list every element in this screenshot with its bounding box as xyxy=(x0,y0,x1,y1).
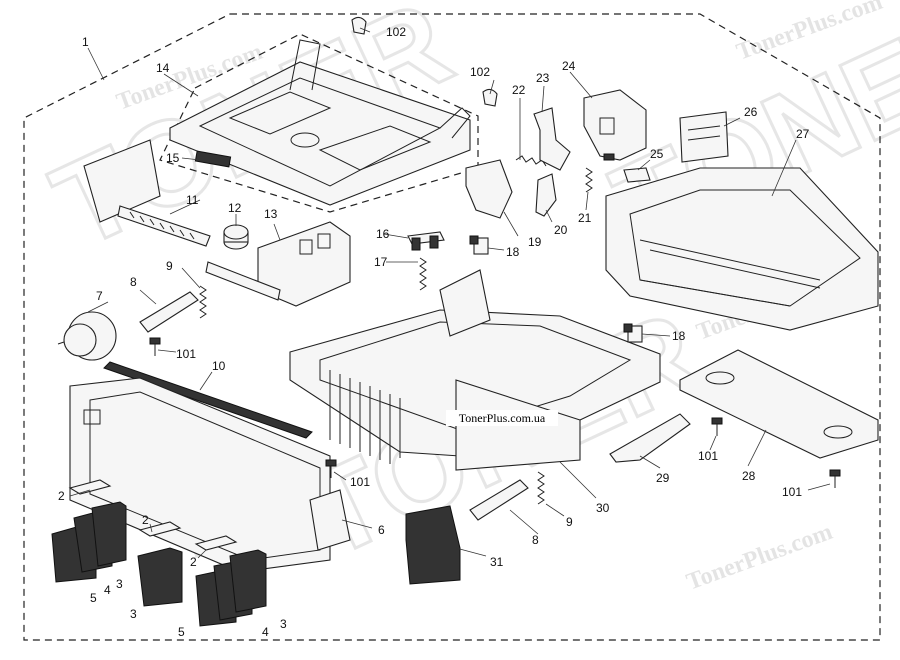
callout-30: 30 xyxy=(596,501,610,515)
callout-9b: 9 xyxy=(566,515,573,529)
part-spring-right xyxy=(585,167,593,193)
callout-101c: 101 xyxy=(698,449,718,463)
part-spring-upper xyxy=(199,285,207,319)
callout-8a: 8 xyxy=(130,275,137,289)
part-gear xyxy=(223,224,249,250)
part-rack-guide xyxy=(83,139,211,247)
callout-12: 12 xyxy=(228,201,242,215)
callout-24: 24 xyxy=(562,59,576,73)
callout-8b: 8 xyxy=(532,533,539,547)
callout-101b: 101 xyxy=(350,475,370,489)
callout-20: 20 xyxy=(554,223,568,237)
part-pad-stack-left xyxy=(51,479,127,583)
part-small-clip xyxy=(623,167,651,183)
callout-2c: 2 xyxy=(190,555,197,569)
part-stopper-lower xyxy=(623,323,643,343)
callout-22: 22 xyxy=(512,83,526,97)
callout-4b: 4 xyxy=(262,625,269,639)
part-side-guide xyxy=(205,221,351,307)
part-top-cover xyxy=(169,39,471,206)
callout-11: 11 xyxy=(186,193,199,207)
callout-102b: 102 xyxy=(470,65,490,79)
part-motor xyxy=(57,311,117,361)
callout-7: 7 xyxy=(96,289,103,303)
callout-14: 14 xyxy=(156,61,170,75)
callout-29: 29 xyxy=(656,471,670,485)
part-lever xyxy=(407,231,445,251)
part-screw-d xyxy=(829,469,841,488)
part-link-upper xyxy=(139,291,199,333)
part-spring-lower xyxy=(537,471,545,505)
part-link-lower xyxy=(469,479,529,521)
part-release-assembly xyxy=(583,89,647,161)
callout-labels: 1 2 2 2 3 3 3 4 4 5 5 6 7 8 8 9 9 10 11 … xyxy=(58,25,810,639)
callout-21: 21 xyxy=(578,211,592,225)
callout-18a: 18 xyxy=(506,245,520,259)
part-screw-b xyxy=(325,459,337,478)
callout-17: 17 xyxy=(374,255,388,269)
callout-15: 15 xyxy=(166,151,180,165)
callout-26: 26 xyxy=(744,105,758,119)
part-pad-stack-middle xyxy=(137,521,183,607)
part-strip xyxy=(103,361,313,439)
callout-5a: 5 xyxy=(90,591,97,605)
part-front-cover xyxy=(69,377,351,573)
callout-2a: 2 xyxy=(58,489,65,503)
callout-28: 28 xyxy=(742,469,756,483)
callout-6: 6 xyxy=(378,523,385,537)
callout-1: 1 xyxy=(82,35,89,49)
part-pad-stack-right xyxy=(194,535,267,627)
part-base-plate xyxy=(679,349,879,459)
callout-4a: 4 xyxy=(104,583,111,597)
callout-16: 16 xyxy=(376,227,390,241)
callout-13: 13 xyxy=(264,207,278,221)
part-lever-arm xyxy=(609,413,691,463)
callout-31: 31 xyxy=(490,555,504,569)
callout-3b: 3 xyxy=(130,607,137,621)
part-pad-block xyxy=(405,505,461,585)
part-arm xyxy=(533,107,571,171)
part-label-plate xyxy=(679,111,729,163)
site-caption: TonerPlus.com.ua xyxy=(446,410,558,426)
callout-23: 23 xyxy=(536,71,550,85)
part-clip-top xyxy=(351,16,367,35)
callout-3a: 3 xyxy=(116,577,123,591)
callout-102a: 102 xyxy=(386,25,406,39)
assembly-boundary xyxy=(23,13,881,641)
callout-5b: 5 xyxy=(178,625,185,639)
callout-2b: 2 xyxy=(142,513,149,527)
part-screw-a xyxy=(149,337,161,356)
callout-19: 19 xyxy=(528,235,542,249)
callout-18b: 18 xyxy=(672,329,686,343)
part-bracket xyxy=(465,159,513,219)
part-latch xyxy=(535,173,557,217)
callout-101a: 101 xyxy=(176,347,196,361)
callout-27: 27 xyxy=(796,127,810,141)
part-spring-center xyxy=(419,257,427,291)
callout-3c: 3 xyxy=(280,617,287,631)
part-screw-c xyxy=(711,417,723,436)
part-clip-right xyxy=(482,88,498,107)
callout-25: 25 xyxy=(650,147,664,161)
part-pad xyxy=(194,150,232,168)
watermark-text-4: TonerPlus.com xyxy=(683,519,836,596)
part-bottom-tray xyxy=(605,167,879,331)
callout-10: 10 xyxy=(212,359,226,373)
callout-101d: 101 xyxy=(782,485,802,499)
part-stopper-upper xyxy=(469,235,489,255)
leader-lines xyxy=(69,27,831,559)
callout-9a: 9 xyxy=(166,259,173,273)
